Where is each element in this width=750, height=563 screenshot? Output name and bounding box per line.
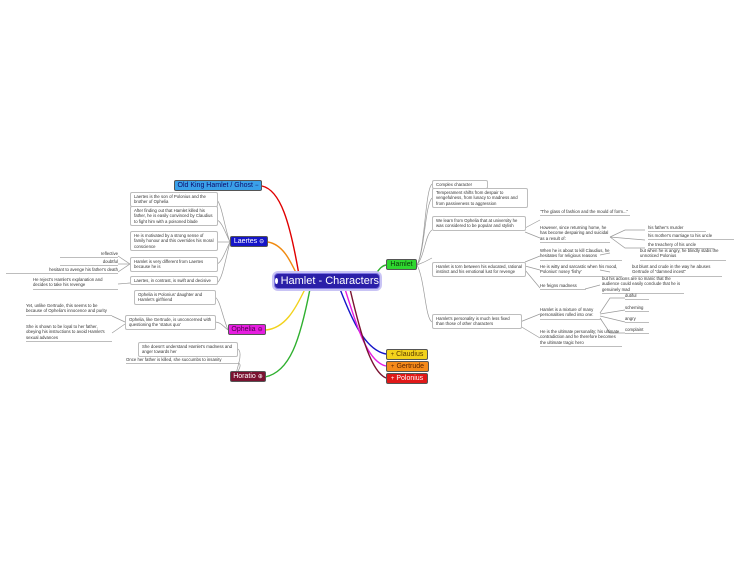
branch-line-old-king [261,185,301,282]
expand-icon[interactable]: ⊖ [257,327,263,333]
branch-hamlet-label: Hamlet [390,261,413,268]
branch-old-king-hamlet[interactable]: Old King Hamlet / Ghost − [174,180,262,191]
branch-line-polonius [349,288,387,379]
horatio-note-madness[interactable]: She doesn't understand Hamlet's madness … [138,342,238,357]
expand-icon[interactable]: + [390,363,395,370]
hamlet-note-dutiful: dutiful [625,293,649,301]
branch-ophelia-label: Ophelia [231,326,256,333]
branch-hamlet[interactable]: Hamlet [386,259,417,270]
hamlet-subtree-lines [416,183,646,339]
expand-icon[interactable]: + [390,351,395,358]
laertes-note-decisive[interactable]: Laertes, in contrast, is swift and decis… [130,276,218,286]
laertes-subtree-lines [117,199,231,285]
branch-old-king-hamlet-label: Old King Hamlet / Ghost [177,182,253,189]
laertes-note-honour[interactable]: He is motivated by a strong sense of fam… [130,231,218,251]
ophelia-subtree-lines [111,296,229,334]
hamlet-note-temperament[interactable]: Temperament shifts from despair to venge… [432,188,528,208]
hamlet-note-scheming: scheming [625,305,649,313]
hamlet-note-despairing: However, since returning home, he has be… [540,225,610,243]
branch-claudius-label: Claudius [396,351,424,358]
laertes-note-revenge: He reject's Hamlet's explanation and dec… [33,277,118,290]
hamlet-note-torn[interactable]: Hamlet is torn between his educated, rat… [432,262,526,277]
central-topic[interactable]: Hamlet - Characters [274,273,380,289]
hamlet-note-angry: angry [625,316,649,324]
expand-icon[interactable]: ⊖ [259,239,265,245]
branch-line-horatio [264,288,311,378]
hamlet-note-genuinely-mad: but his actions are so manic that the au… [602,276,684,294]
hamlet-note-personality[interactable]: Hamlet's personality is much less fixed … [432,314,522,329]
branch-ophelia[interactable]: Ophelia ⊖ [228,324,266,335]
hamlet-note-stabs-polonius: but when he is angry, he blindly stabs t… [640,248,726,261]
expand-icon[interactable]: + [390,375,395,382]
laertes-note-hesitant: hesitant to avenge his father's death [6,267,118,275]
hamlet-note-feigns-madness: He feigns madness [540,283,586,291]
ophelia-note-innocence: Yet, unlike Gertrude, this seems to be b… [26,303,112,316]
laertes-note-reflective: reflective [60,251,118,259]
central-topic-icon [275,278,278,284]
hamlet-note-treachery: the treachery of his uncle [648,242,714,250]
laertes-note-convinced[interactable]: After finding out that Hamlet killed his… [130,206,218,226]
hamlet-note-glass-of-fashion: "The glass of fashion and the mould of f… [540,209,630,217]
branch-laertes-label: Laertes [233,238,258,245]
branch-laertes[interactable]: Laertes ⊖ [230,236,268,247]
hamlet-note-blunt: but blunt and crude in the way he abuses… [632,264,722,277]
ophelia-note-identity[interactable]: Ophelia is Polonius' daughter and Hamlet… [134,290,216,305]
ophelia-note-status-quo[interactable]: Ophelia, like Gertrude, is unconcerned w… [125,315,216,330]
branch-polonius-label: Polonius [396,375,424,382]
branch-claudius[interactable]: + Claudius [386,349,428,360]
laertes-note-doubtful: doubtful [60,259,118,267]
central-topic-label: Hamlet - Characters [280,275,379,287]
ophelia-note-loyal: She is shown to be loyal to her father, … [26,324,112,342]
branch-gertrude-label: Gertrude [396,363,425,370]
hamlet-note-tragic-hero: He is the ultimate personality; his ulti… [540,329,622,347]
branch-line-ophelia [265,288,306,331]
branch-gertrude[interactable]: + Gertrude [386,361,429,372]
hamlet-note-mother-marriage: his mother's marriage to his uncle [648,233,734,241]
horatio-note-insanity: Once her father is killed, she succumbs … [126,357,238,365]
branch-horatio[interactable]: Horatio ⊕ [230,371,266,382]
hamlet-note-hesitates: When he is about to kill Claudius, he he… [540,248,622,261]
hamlet-note-complaint: complaint [625,327,649,335]
branch-polonius[interactable]: + Polonius [386,373,428,384]
laertes-note-identity[interactable]: Laertes is the son of Polonius and the b… [130,192,218,207]
branch-horatio-label: Horatio [233,373,256,380]
collapse-icon[interactable]: − [254,182,259,189]
hamlet-note-university[interactable]: We learn from Ophelia that at university… [432,216,526,231]
hamlet-note-father-murder: his father's murder [648,225,706,233]
hamlet-note-witty: He is witty and sarcastic when his mood,… [540,264,622,277]
expand-icon[interactable]: ⊕ [257,374,263,380]
branch-line-gertrude [344,288,387,367]
hamlet-note-mixture: Hamlet is a mixture of many personalitie… [540,307,602,320]
branch-line-claudius [339,288,387,355]
laertes-note-different[interactable]: Hamlet is very different from Laertes be… [130,257,218,272]
